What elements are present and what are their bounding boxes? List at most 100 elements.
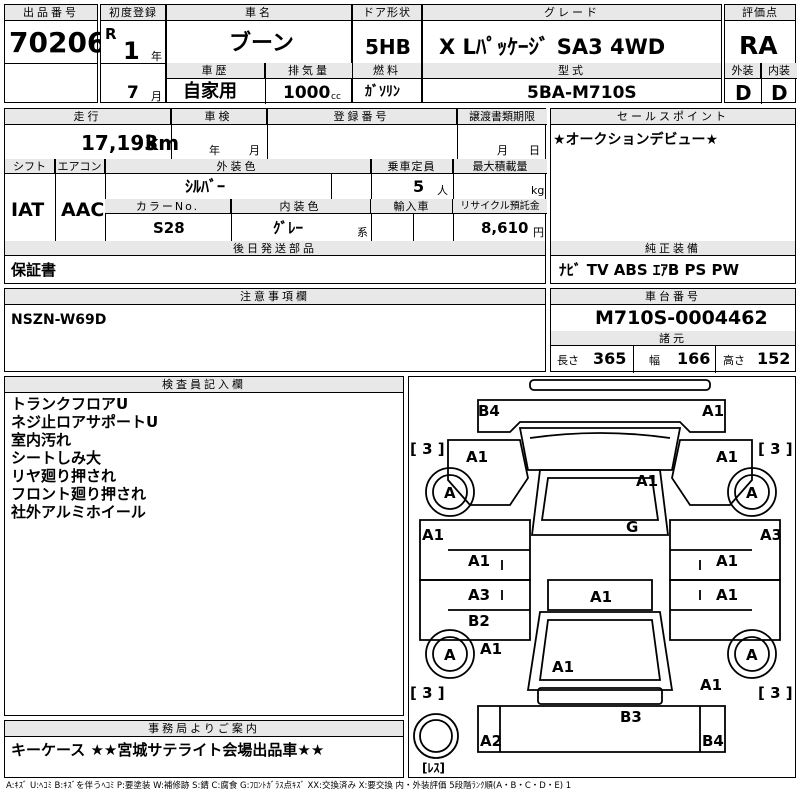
- lot-number: 70206: [9, 26, 107, 59]
- mark-a-rear-left-wheel: A: [444, 646, 456, 664]
- registration-number-label: 登録番号: [267, 109, 457, 125]
- mark-a3-right: A3: [760, 526, 782, 544]
- inspector-note: シートしみ大: [11, 449, 102, 467]
- grade-label: グレード: [423, 5, 721, 21]
- caution-notes: NSZN-W69D: [11, 312, 107, 328]
- mark-a1-left-door: A1: [422, 526, 444, 544]
- inspector-note: トランクフロアU: [11, 395, 129, 413]
- aircon-label: エアコン: [55, 159, 105, 174]
- inspector-notes-list: トランクフロアU ネジ止ロアサポートU 室内汚れ シートしみ大 リヤ廻り押され …: [11, 395, 158, 521]
- mark-bracket-left: [ 3 ]: [410, 440, 445, 458]
- vehicle-history: 自家用: [183, 81, 237, 102]
- fuel-label: 燃料: [353, 63, 421, 79]
- auction-score: RA: [739, 31, 778, 60]
- color-number: S28: [153, 219, 185, 237]
- length: 365: [593, 349, 627, 368]
- inspector-note: 室内汚れ: [11, 431, 72, 449]
- inspector-note: フロント廻り押され: [11, 485, 147, 503]
- month-unit: 月: [151, 90, 162, 103]
- mileage-label: 走行: [5, 109, 171, 125]
- color-number-label: カラーNo.: [105, 199, 231, 214]
- car-name: ブーン: [229, 31, 294, 56]
- mark-a1-right-upper: A1: [716, 448, 738, 466]
- details-box: 走行 車検 登録番号 譲渡書類期限 17,193 km 年 月 月 日 シフト …: [4, 108, 547, 284]
- mark-b4-front-left: B4: [478, 402, 500, 420]
- sales-point-box: セールスポイント ★オークションデビュー★ 純正装備 ﾅﾋﾞ TV ABS ｴｱ…: [550, 108, 796, 284]
- door-type: 5HB: [365, 35, 411, 59]
- capacity-label: 乗車定員: [371, 159, 453, 174]
- caution-box: 注意事項欄 NSZN-W69D: [4, 288, 546, 372]
- mark-b4-rear-right: B4: [702, 732, 724, 750]
- chassis-box: 車台番号 M710S-0004462 諸元 長さ 365 幅 166 高さ 15…: [550, 288, 796, 373]
- office-notes: キーケース ★★宮城サテライト会場出品車★★: [11, 741, 325, 759]
- sales-point: ★オークションデビュー★: [553, 132, 719, 148]
- inspection-label: 車検: [171, 109, 267, 125]
- mark-a2-rear-left: A2: [480, 732, 502, 750]
- mark-a1-left-mid: A1: [468, 552, 490, 570]
- shift-label: シフト: [5, 159, 55, 174]
- max-load-label: 最大積載量: [453, 159, 547, 174]
- inspector-notes-label: 検査員記入欄: [5, 377, 403, 393]
- registration-year: 1: [123, 37, 140, 65]
- mark-bracket-bottom-right: [ 3 ]: [758, 684, 793, 702]
- mark-b3-rear: B3: [620, 708, 642, 726]
- lot-number-box: 出品番号 70206: [4, 4, 106, 103]
- max-load-unit: kg: [531, 184, 545, 197]
- deferred-parts-label: 後日発送部品: [5, 241, 545, 256]
- mark-a1-center: A1: [590, 588, 612, 606]
- mileage: 17,193: [81, 131, 159, 155]
- mark-a-rear-right-wheel: A: [746, 646, 758, 664]
- door-type-label: ドア形状: [353, 5, 421, 21]
- office-notes-box: 事務局よりご案内 キーケース ★★宮城サテライト会場出品車★★: [4, 720, 404, 778]
- inspector-note: 社外アルミホイール: [11, 503, 146, 521]
- sales-point-label: セールスポイント: [551, 109, 795, 125]
- mark-b2-left: B2: [468, 612, 490, 630]
- interior-grade: D: [771, 81, 788, 105]
- mark-a-front-left-wheel: A: [444, 484, 456, 502]
- car-name-label: 車名: [167, 5, 351, 21]
- grade-box: グレード X Lﾊﾟｯｹｰｼﾞ SA3 4WD 型式 5BA-M710S: [422, 4, 722, 103]
- damage-legend: A:ｷｽﾞ U:ﾍｺﾐ B:ｷｽﾞを伴うﾍｺﾐ P:要塗装 W:補修跡 S:錆 …: [6, 781, 572, 791]
- mark-spare-tire: [ﾚｽ]: [422, 761, 445, 775]
- era: R: [105, 25, 117, 43]
- inspector-note: ネジ止ロアサポートU: [11, 413, 159, 431]
- inspection-month-unit: 月: [249, 144, 260, 157]
- deferred-parts: 保証書: [11, 261, 57, 279]
- model-code: 5BA-M710S: [527, 83, 637, 103]
- capacity: 5: [413, 177, 425, 196]
- mileage-unit: km: [145, 131, 180, 155]
- shift-type: IAT: [11, 199, 45, 221]
- door-box: ドア形状 5HB 燃料 ｶﾞｿﾘﾝ: [352, 4, 422, 103]
- chassis-number: M710S-0004462: [595, 307, 768, 329]
- interior-color-unit: 系: [357, 226, 368, 239]
- office-notes-label: 事務局よりご案内: [5, 721, 403, 737]
- specs-label: 諸元: [551, 331, 795, 346]
- mark-a1-rear-right: A1: [700, 676, 722, 694]
- score-box: 評価点 RA 外装 内装 D D: [724, 4, 797, 105]
- exterior-grade: D: [735, 81, 752, 105]
- mark-a1-right-mid: A1: [716, 552, 738, 570]
- mark-bracket-right: [ 3 ]: [758, 440, 793, 458]
- height: 152: [757, 349, 791, 368]
- registration-month: 7: [127, 83, 139, 103]
- mark-a3-left: A3: [468, 586, 490, 604]
- mark-bracket-bottom-left: [ 3 ]: [410, 684, 445, 702]
- first-registration-box: 初度登録 R 1 年 7 月: [100, 4, 166, 103]
- interior-color: ｸﾞﾚｰ: [273, 219, 304, 237]
- import-label: 輸入車: [371, 199, 453, 214]
- score-label: 評価点: [725, 5, 795, 21]
- mark-a1-roof: A1: [636, 472, 658, 490]
- standard-equipment-label: 純正装備: [551, 241, 795, 256]
- lot-number-label: 出品番号: [5, 5, 97, 21]
- transfer-month-unit: 月: [497, 144, 508, 157]
- displacement-unit: cc: [331, 92, 341, 102]
- model-code-label: 型式: [423, 63, 721, 79]
- exterior-color-label: 外装色: [105, 159, 371, 174]
- recycle-fee: 8,610: [481, 219, 529, 237]
- interior-label: 内装: [761, 63, 797, 79]
- inspector-note: リヤ廻り押され: [11, 467, 117, 485]
- mark-a1-right-rear: A1: [716, 586, 738, 604]
- caution-label: 注意事項欄: [5, 289, 545, 305]
- transfer-day-unit: 日: [529, 144, 540, 157]
